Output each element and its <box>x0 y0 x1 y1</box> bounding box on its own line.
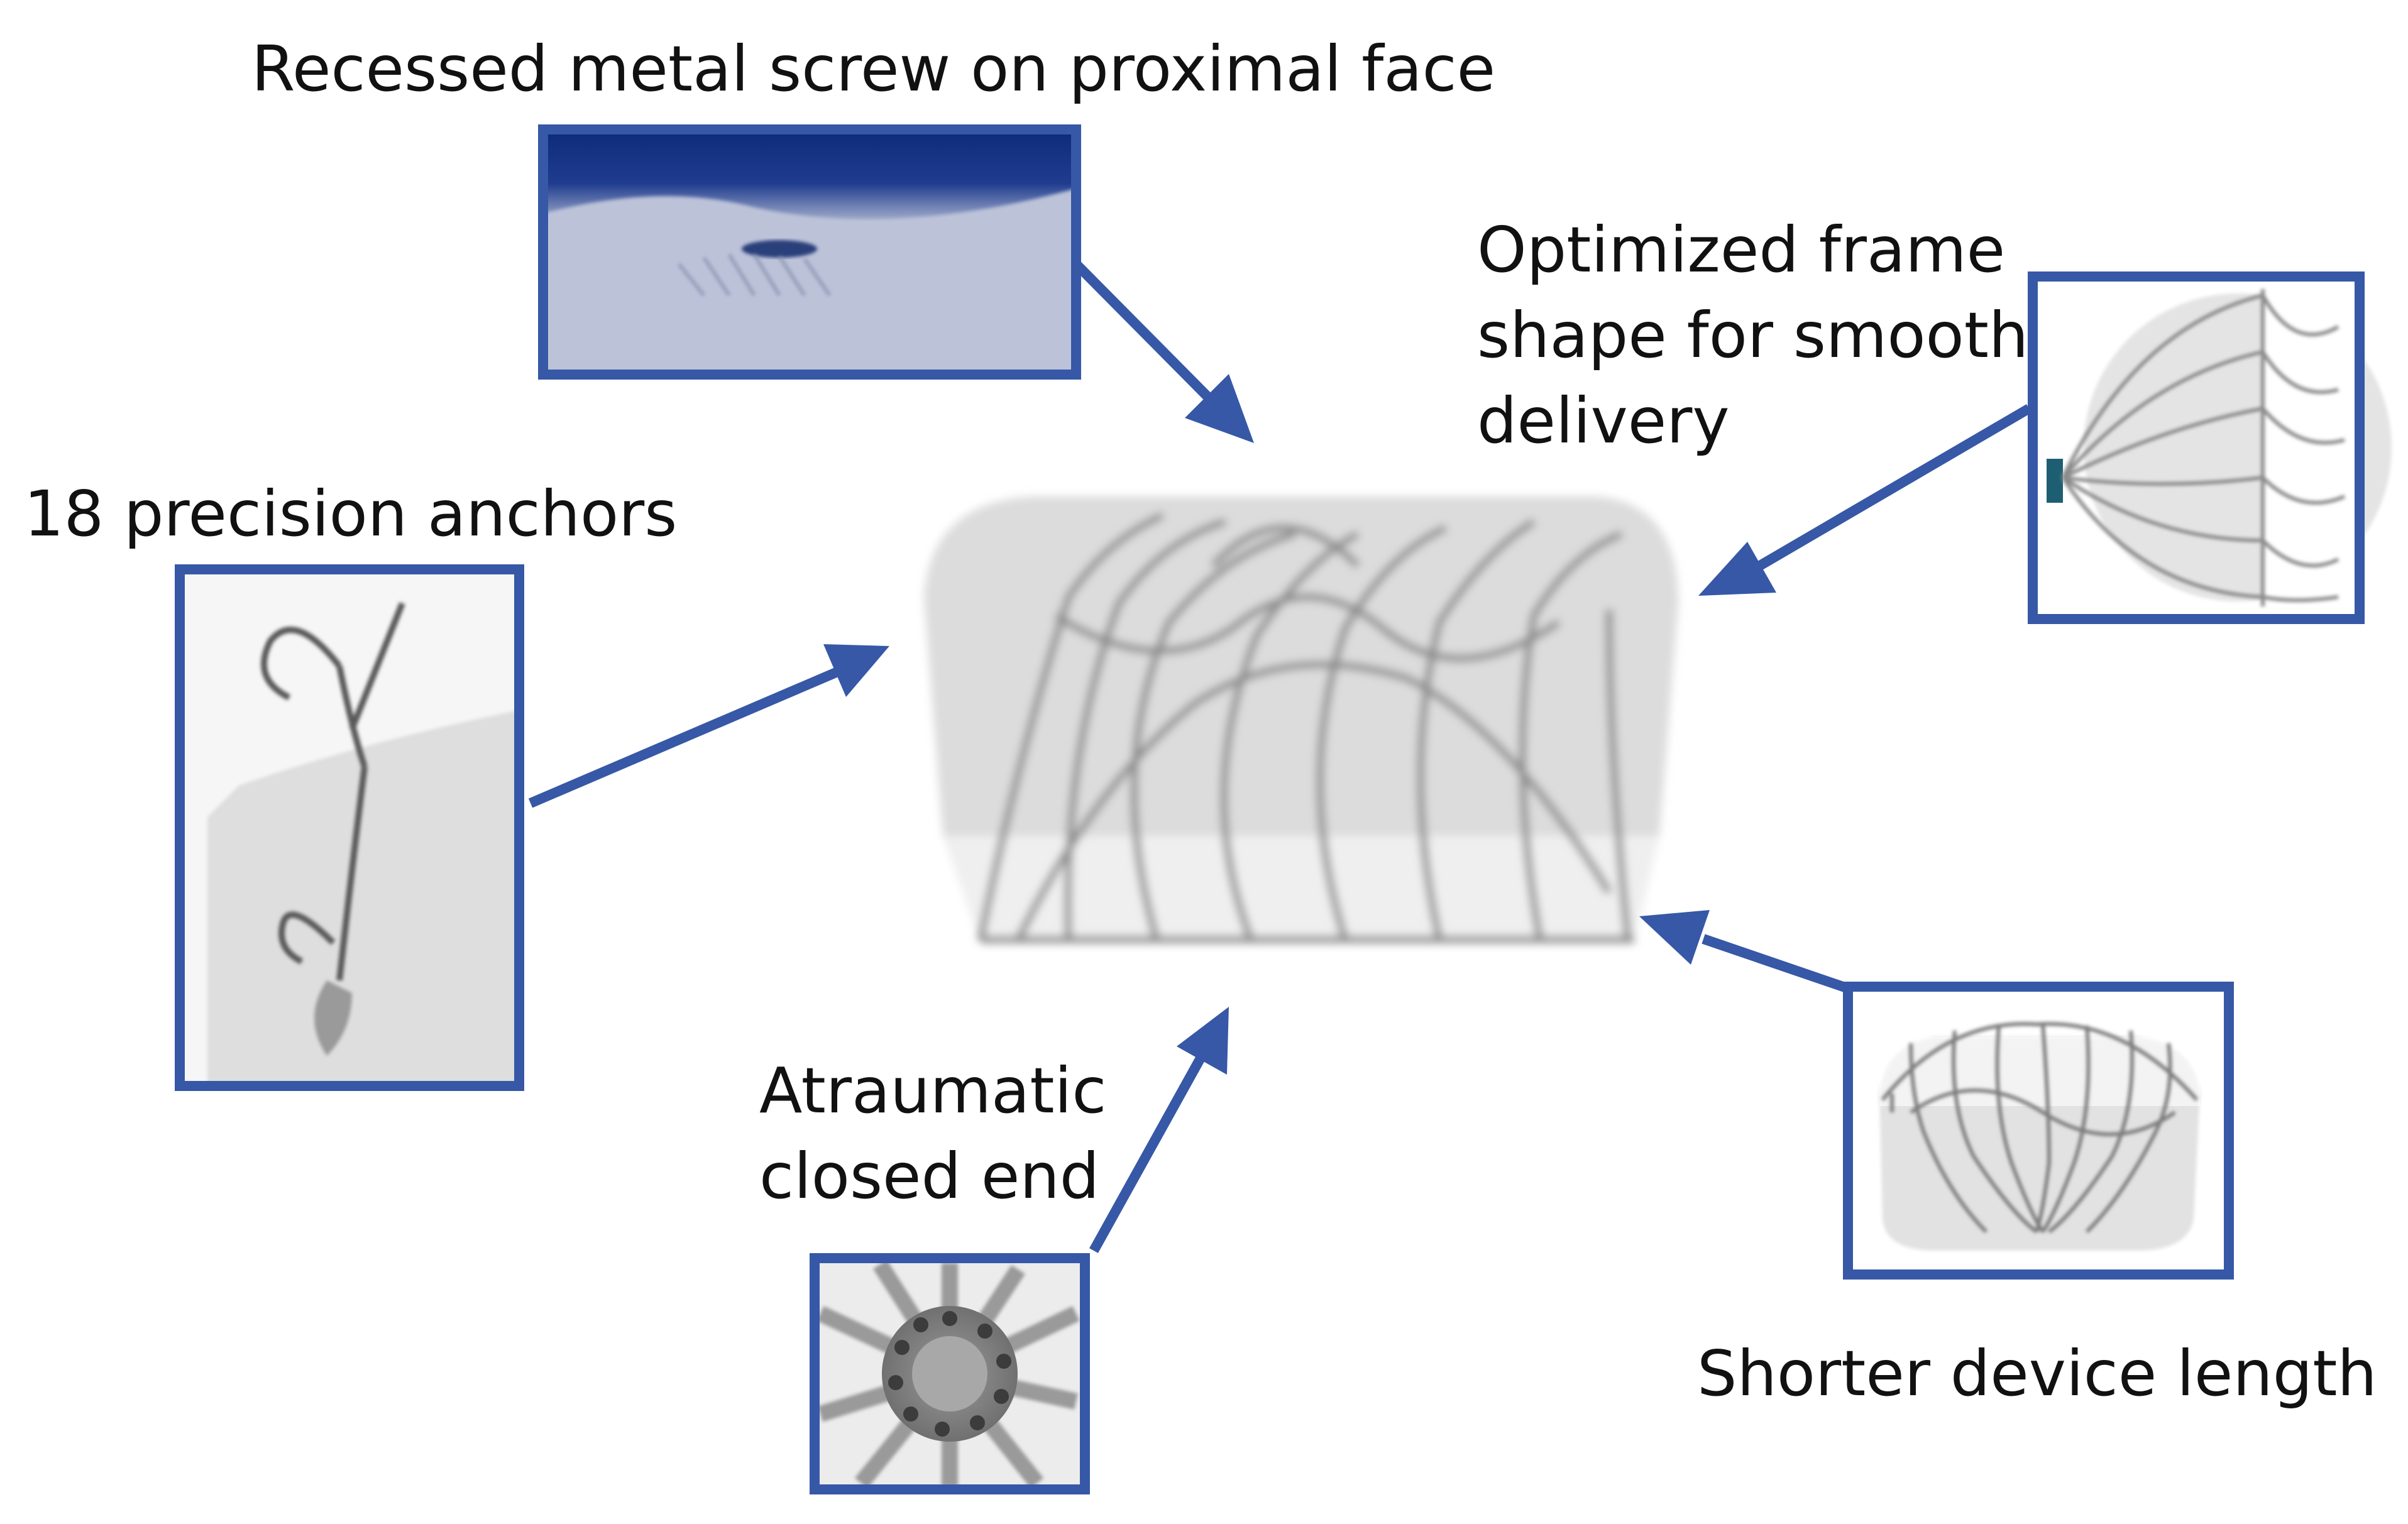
label-optimized-frame: Optimized frame shape for smooth deliver… <box>1477 213 2029 458</box>
arrow-frame-to-device <box>1698 404 2032 596</box>
screw-inset-frame <box>538 124 1081 380</box>
length-inset-frame <box>1843 982 2234 1280</box>
closed-end-inset-frame <box>810 1253 1090 1494</box>
label-recessed-screw: Recessed metal screw on proximal face <box>251 32 1496 106</box>
side-view-frame-photo <box>2033 277 2392 619</box>
frame-inset-frame <box>2028 271 2365 624</box>
label-atraumatic-closed-end: Atraumatic closed end <box>759 1054 1107 1213</box>
arrow-screw-to-device <box>1072 260 1254 443</box>
arrow-length-to-device <box>1639 910 1849 993</box>
label-precision-anchors: 18 precision anchors <box>24 477 678 551</box>
anchors-inset-frame <box>175 564 524 1091</box>
label-shorter-device-length: Shorter device length <box>1697 1337 2377 1410</box>
arrow-closed-end-to-device <box>1089 1007 1229 1253</box>
arrow-anchors-to-device <box>528 644 889 808</box>
proximal-face-photo <box>543 129 1076 375</box>
device-length-photo <box>1848 987 2229 1275</box>
center-device-image <box>924 496 1678 943</box>
anchor-hooks-photo <box>180 569 519 1086</box>
closed-end-hub-photo <box>815 1258 1085 1489</box>
